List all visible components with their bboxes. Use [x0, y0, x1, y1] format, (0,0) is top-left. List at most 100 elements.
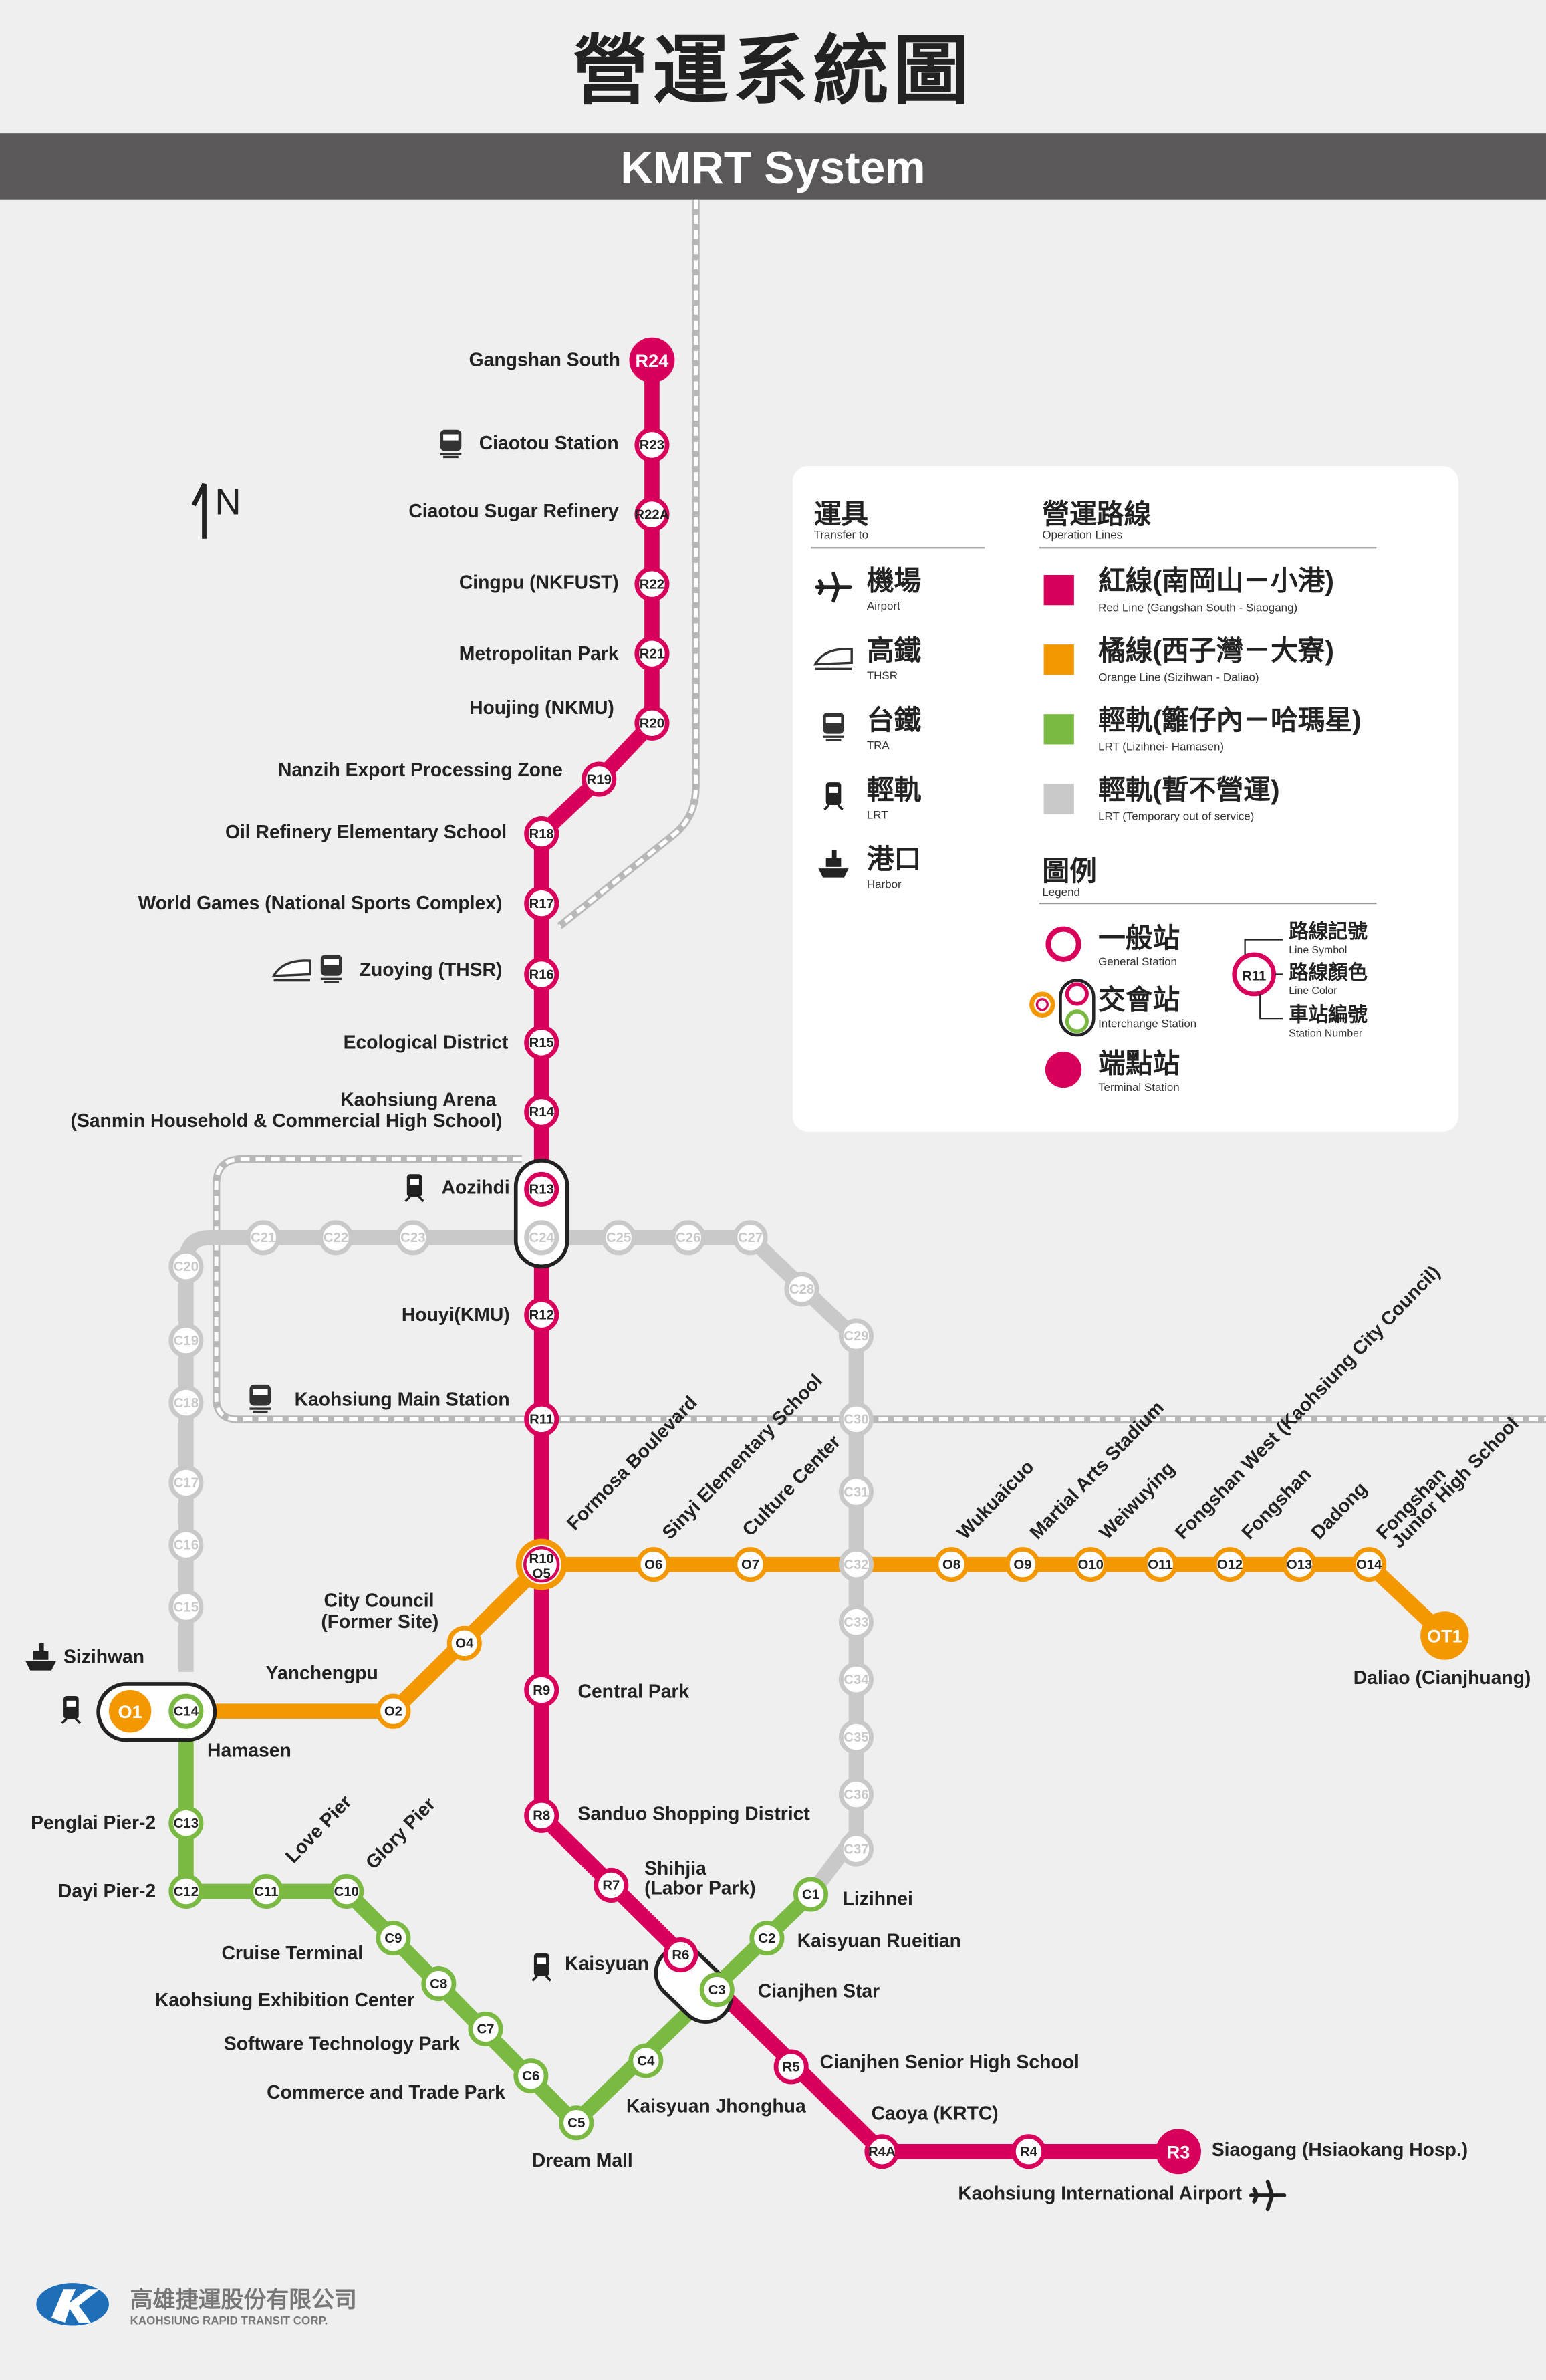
station-c17[interactable]: C17 [168, 1465, 204, 1500]
station-r24[interactable]: R24 [629, 337, 675, 383]
station-code: C10 [334, 1885, 359, 1899]
station-label: Kaisyuan [565, 1953, 649, 1974]
station-o14[interactable]: O14 [1351, 1547, 1387, 1582]
station-r14[interactable]: R14 [524, 1094, 559, 1130]
station-o2[interactable]: O2 [376, 1693, 411, 1729]
station-marker [670, 1220, 706, 1256]
station-marker [524, 1798, 559, 1833]
station-c36[interactable]: C36 [838, 1777, 874, 1812]
station-o1[interactable]: O1 [108, 1689, 152, 1733]
station-c13[interactable]: C13 [168, 1806, 204, 1841]
station-label: Kaohsiung Arena [340, 1088, 496, 1110]
station-label: Shihjia [644, 1857, 706, 1879]
station-c15[interactable]: C15 [168, 1589, 204, 1625]
station-code: C3 [708, 1983, 726, 1998]
station-c1[interactable]: C1 [793, 1877, 829, 1912]
station-c14[interactable]: C14 [168, 1693, 204, 1729]
station-c23[interactable]: C23 [395, 1220, 430, 1256]
station-c25[interactable]: C25 [601, 1220, 636, 1256]
station-r13[interactable]: R13 [524, 1171, 559, 1207]
station-c32[interactable]: C32 [838, 1547, 874, 1582]
station-o9[interactable]: O9 [1005, 1547, 1040, 1582]
station-marker [1011, 2134, 1047, 2169]
station-c26[interactable]: C26 [670, 1220, 706, 1256]
station-r8[interactable]: R8 [524, 1798, 559, 1833]
station-o6[interactable]: O6 [636, 1547, 671, 1582]
station-c20[interactable]: C20 [168, 1249, 204, 1284]
station-c18[interactable]: C18 [168, 1385, 204, 1421]
station-c2[interactable]: C2 [749, 1921, 785, 1956]
station-c22[interactable]: C22 [318, 1220, 354, 1256]
station-code: OT1 [1427, 1626, 1462, 1647]
station-r3[interactable]: R3 [1156, 2129, 1201, 2175]
station-c9[interactable]: C9 [376, 1921, 411, 1956]
station-marker [168, 1465, 204, 1500]
interchange-inner [523, 1546, 560, 1583]
station-label: Kaisyuan Rueitian [797, 1930, 961, 1951]
station-c31[interactable]: C31 [838, 1474, 874, 1510]
station-r16[interactable]: R16 [524, 957, 559, 992]
station-r4[interactable]: R4 [1011, 2134, 1047, 2169]
station-c34[interactable]: C34 [838, 1662, 874, 1697]
station-o4[interactable]: O4 [446, 1625, 482, 1661]
station-r5[interactable]: R5 [773, 2049, 809, 2085]
station-c24[interactable]: C24 [524, 1220, 559, 1256]
station-r23[interactable]: R23 [634, 427, 670, 463]
station-c7[interactable]: C7 [468, 2011, 503, 2046]
station-o7[interactable]: O7 [733, 1547, 768, 1582]
station-o10[interactable]: O10 [1073, 1547, 1108, 1582]
station-c27[interactable]: C27 [733, 1220, 768, 1256]
station-c4[interactable]: C4 [628, 2043, 664, 2078]
station-code: O10 [1078, 1558, 1104, 1572]
legend-line-en: Orange Line (Sizihwan - Daliao) [1098, 671, 1259, 683]
station-c33[interactable]: C33 [838, 1604, 874, 1640]
station-c16[interactable]: C16 [168, 1527, 204, 1562]
station-r4a[interactable]: R4A [864, 2134, 900, 2169]
station-o8[interactable]: O8 [934, 1547, 969, 1582]
station-code: R19 [587, 772, 612, 787]
station-code: O4 [455, 1637, 474, 1651]
station-r20[interactable]: R20 [634, 705, 670, 741]
station-c11[interactable]: C11 [249, 1873, 284, 1909]
station-label: Houyi(KMU) [402, 1304, 510, 1325]
station-o11[interactable]: O11 [1142, 1547, 1178, 1582]
station-c37[interactable]: C37 [838, 1831, 874, 1867]
station-c5[interactable]: C5 [559, 2105, 594, 2141]
thsr-train-icon [271, 959, 311, 982]
station-r18[interactable]: R18 [524, 816, 559, 852]
station-r19[interactable]: R19 [582, 761, 617, 797]
station-r11[interactable]: R11 [524, 1401, 559, 1437]
station-c12[interactable]: C12 [168, 1873, 204, 1909]
station-c28[interactable]: C28 [784, 1272, 819, 1307]
station-r6[interactable]: R6 [663, 1937, 698, 1973]
station-c29[interactable]: C29 [838, 1318, 874, 1354]
station-ot1[interactable]: OT1 [1420, 1611, 1469, 1660]
station-r7[interactable]: R7 [594, 1867, 629, 1903]
station-c30[interactable]: C30 [838, 1401, 874, 1437]
station-c6[interactable]: C6 [513, 2058, 549, 2094]
station-r22[interactable]: R22 [634, 566, 670, 602]
station-o12[interactable]: O12 [1212, 1547, 1248, 1582]
station-c35[interactable]: C35 [838, 1719, 874, 1755]
station-r17[interactable]: R17 [524, 886, 559, 921]
legend-general-en: General Station [1098, 955, 1177, 968]
station-r22a[interactable]: R22A [634, 497, 670, 532]
station-label: Software Technology Park [224, 2033, 460, 2054]
station-code: C30 [844, 1413, 868, 1427]
station-marker [168, 1806, 204, 1841]
legend-sample-id: R11 [1242, 969, 1266, 984]
station-c8[interactable]: C8 [421, 1966, 457, 2002]
station-label: Zuoying (THSR) [360, 959, 503, 980]
station-r9[interactable]: R9 [524, 1672, 559, 1708]
station-c19[interactable]: C19 [168, 1323, 204, 1358]
station-marker [513, 2058, 549, 2094]
station-c21[interactable]: C21 [245, 1220, 281, 1256]
station-r15[interactable]: R15 [524, 1025, 559, 1060]
station-c3[interactable]: C3 [699, 1972, 735, 2008]
station-o13[interactable]: O13 [1282, 1547, 1317, 1582]
station-c10[interactable]: C10 [329, 1873, 364, 1909]
station-r12[interactable]: R12 [524, 1297, 559, 1332]
legend-interchange-symbol [1029, 991, 1055, 1018]
station-r21[interactable]: R21 [634, 636, 670, 671]
